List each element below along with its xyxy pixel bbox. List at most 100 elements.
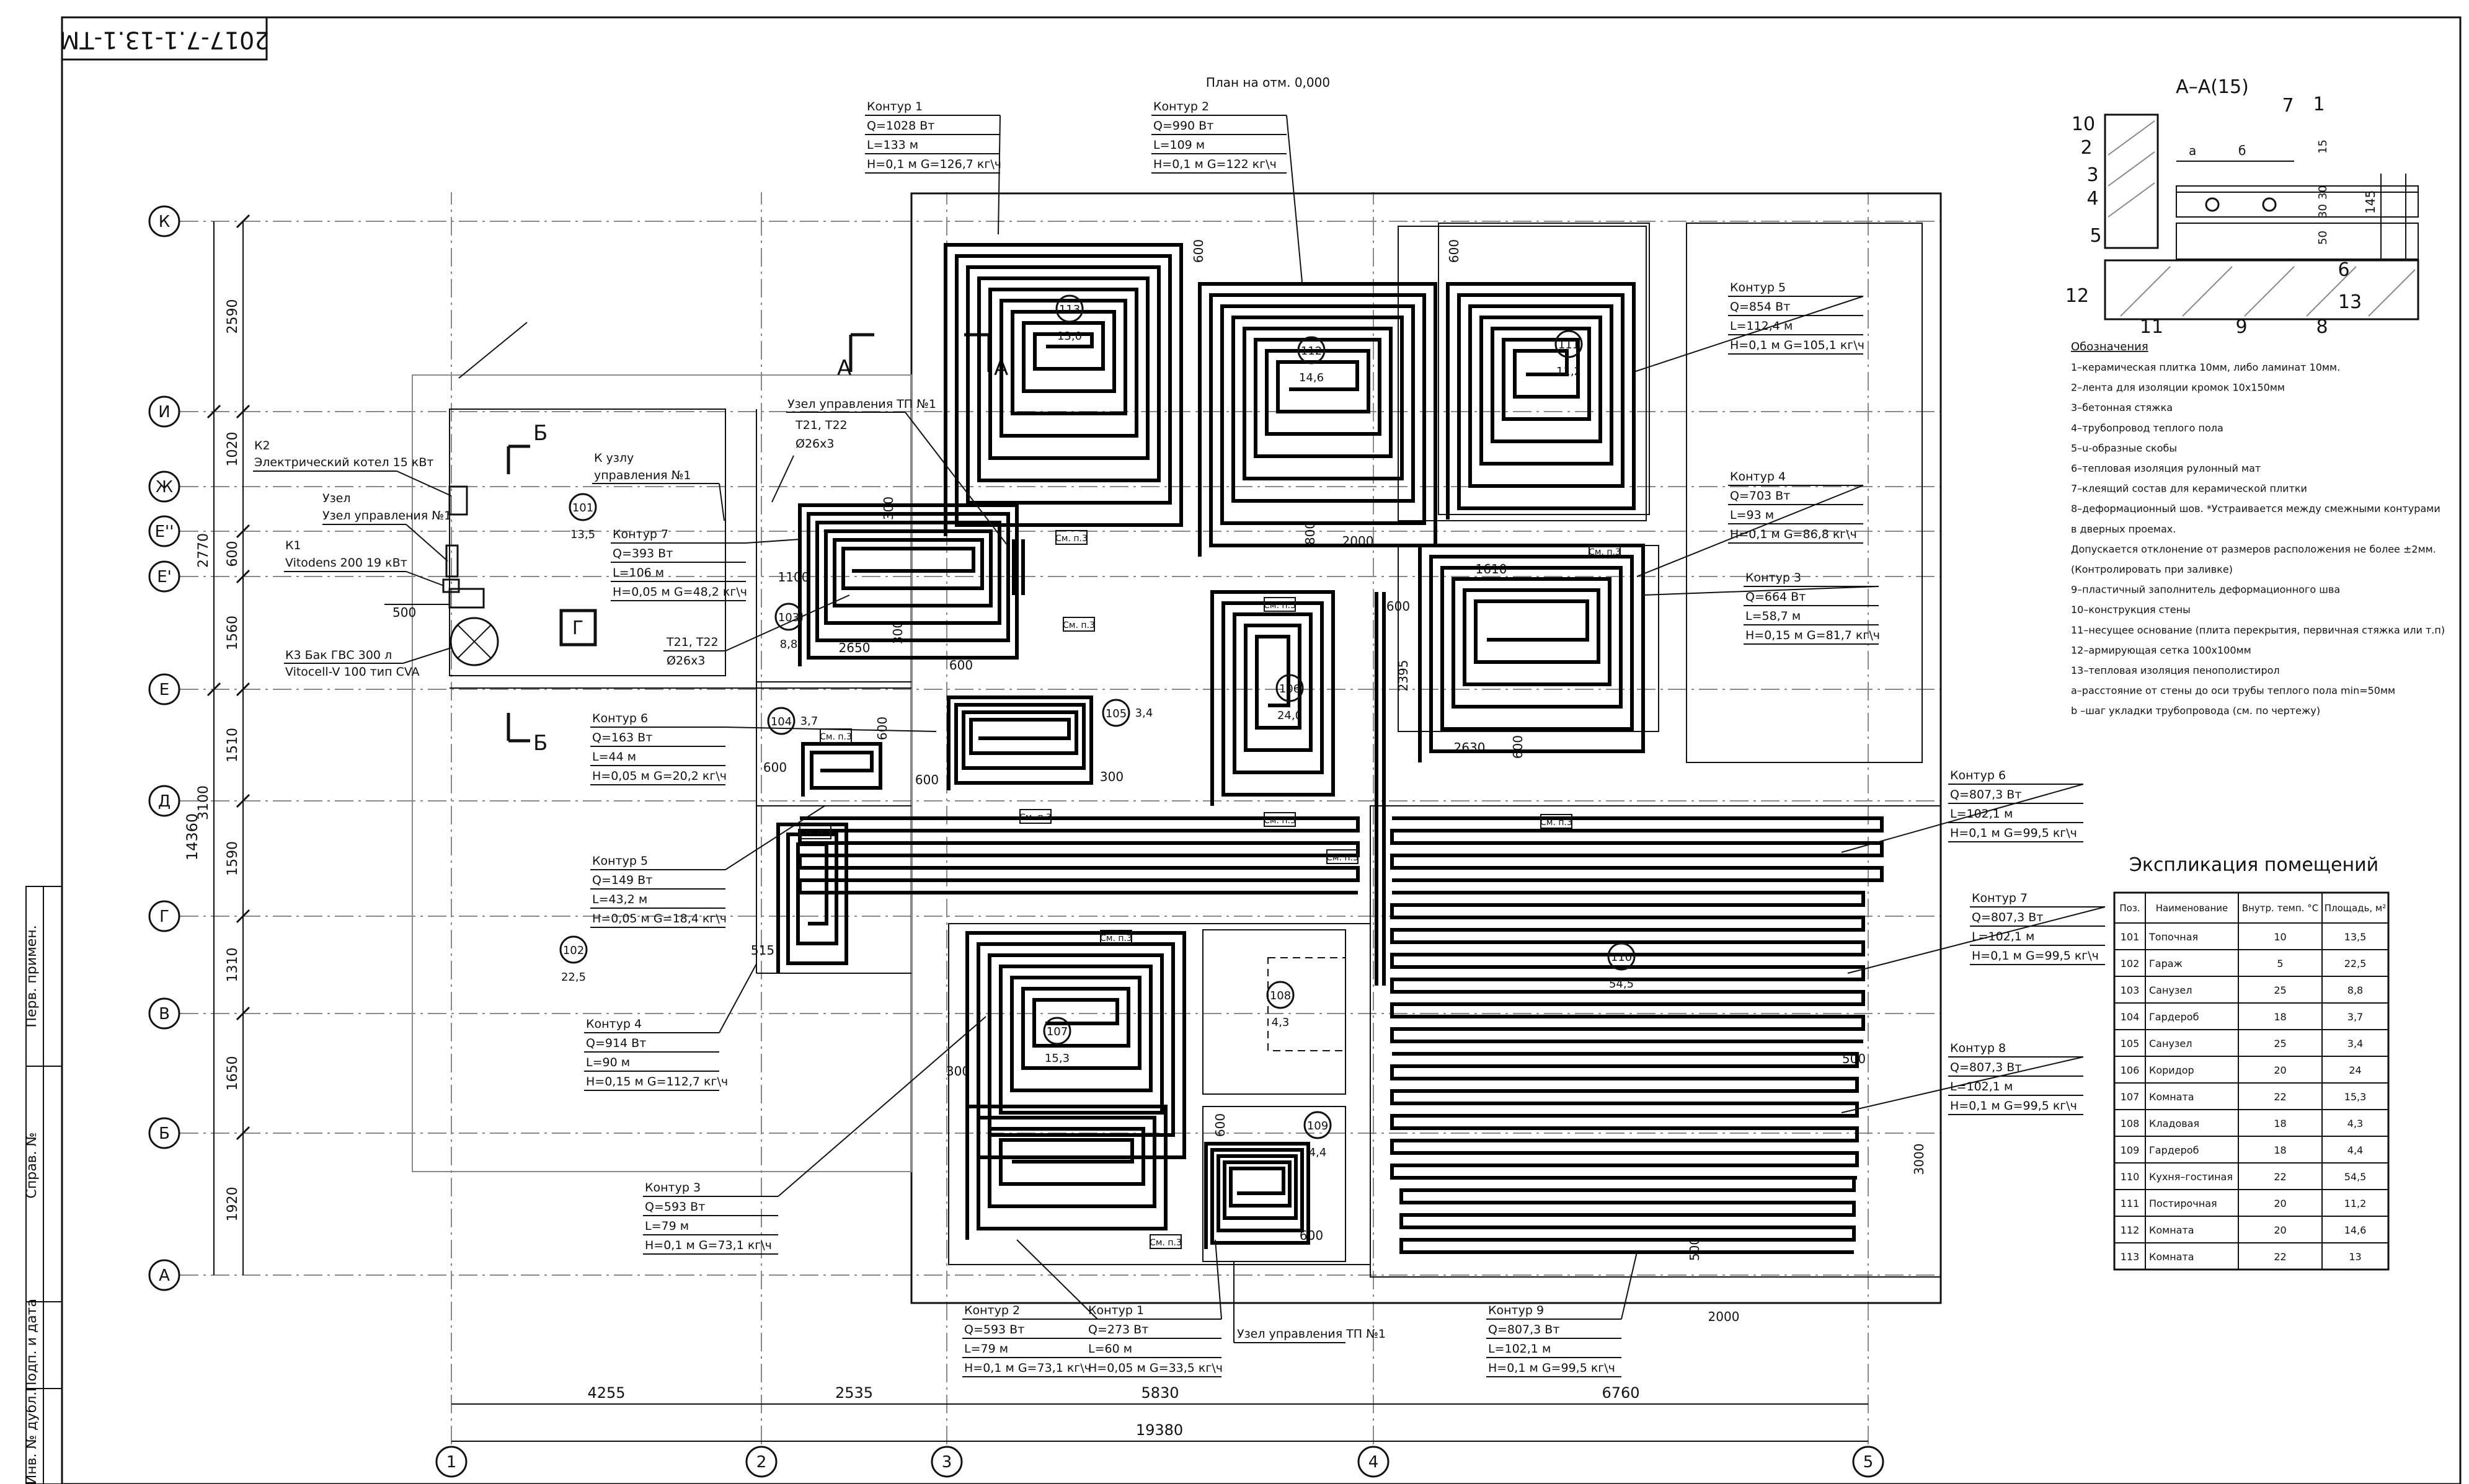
contour-label-line: Q=664 Вт [1745, 590, 1806, 604]
dimension-text: 2535 [835, 1384, 873, 1402]
axis-bubble-row [148, 560, 180, 593]
room-tag-bubble [1043, 1017, 1071, 1045]
table-cell: 20 [2274, 1224, 2286, 1236]
axis-bubble-row [148, 785, 180, 817]
contour-label-line: H=0,05 м G=33,5 кг\ч [1088, 1361, 1223, 1375]
contour-label-line: L=43,2 м [592, 893, 647, 906]
room-number: 109 [1307, 1120, 1328, 1133]
room-area: 11,2 [1556, 365, 1581, 378]
side-stamp-label: Инв. № дубл. [24, 1392, 40, 1484]
contour-label-line: H=0,15 м G=81,7 кг\ч [1745, 629, 1880, 642]
node-label: Т21, Т22 [666, 635, 719, 649]
see-note-mark: См. п.3 [1055, 534, 1088, 544]
room-tag-bubble [1266, 981, 1295, 1009]
contour-labels: Контур 1Q=1028 ВтL=133 мH=0,1 м G=126,7 … [584, 100, 2106, 1377]
room-tag-bubble [559, 935, 588, 964]
contour-label-line: L=106 м [613, 566, 664, 580]
plan-dimension: 600 [1510, 735, 1525, 759]
equipment-name: Vitocell-V 100 тип CVA [285, 665, 420, 679]
dimension-text: 4255 [587, 1384, 625, 1402]
dimension-text: 2590 [225, 299, 241, 334]
table-cell: Кухня–гостиная [2149, 1171, 2233, 1183]
room-number: 113 [1059, 303, 1080, 316]
contour-label-line: L=79 м [645, 1219, 689, 1233]
axis-label-row: К [159, 213, 170, 231]
contour-label-line: L=90 м [586, 1056, 630, 1069]
drawing-frame [61, 16, 2462, 1484]
contour-label-line: Q=149 Вт [592, 873, 652, 887]
dimension-text: 600 [225, 541, 241, 567]
table-cell: 3,7 [2347, 1011, 2363, 1023]
table-cell: Гардероб [2149, 1011, 2199, 1023]
room-tag-bubble [1303, 1111, 1332, 1139]
table-cell: 105 [2121, 1038, 2140, 1049]
equipment-name: Узел [322, 492, 351, 505]
table-cell: 10 [2274, 931, 2286, 943]
axis-bubble-row [148, 515, 180, 547]
plan-dimension: 2650 [839, 640, 871, 655]
table-cell: 104 [2121, 1011, 2140, 1023]
table-cell: 103 [2121, 984, 2140, 996]
table-cell: 22 [2274, 1171, 2286, 1183]
axis-label-row: Е' [157, 568, 172, 586]
contour-label-line: L=93 м [1730, 508, 1774, 522]
dimension-text: 1650 [225, 1056, 241, 1091]
see-note-mark: См. п.3 [1019, 813, 1052, 823]
section-title: А–А(15) [2176, 76, 2249, 98]
room-number: 110 [1611, 951, 1632, 964]
building-walls [412, 192, 1942, 1304]
plan-dimension: 600 [915, 772, 939, 787]
contour-label-line: Q=914 Вт [586, 1036, 646, 1050]
plan-dimension: 600 [949, 658, 973, 673]
equipment-labels: К2 Электрический котел 15 кВт Узел Узел … [253, 397, 1386, 1343]
dimension-text: 3100 [196, 785, 211, 820]
room-tag-bubble [767, 707, 796, 735]
legend-line: 9–пластичный заполнитель деформационного… [2071, 584, 2340, 596]
section-mark-b: Б [533, 421, 547, 446]
axis-label-row: В [159, 1005, 170, 1023]
dimension-text: 1510 [225, 728, 241, 762]
room-label-g: Г [572, 617, 583, 639]
room-number: 103 [778, 611, 799, 624]
room-number: 108 [1270, 989, 1291, 1002]
equipment-tag: К3 Бак ГВС 300 л [285, 648, 392, 662]
contour-label-line: L=102,1 м [1950, 1080, 2013, 1093]
contour-label-line: Q=807,3 Вт [1950, 788, 2021, 802]
legend-title: Обозначения [2071, 340, 2148, 353]
axis-label-col: 4 [1368, 1453, 1379, 1472]
heating-pipe-loop [798, 816, 1360, 894]
see-note-mark: См. п.3 [1063, 621, 1095, 630]
section-callout: 9 [2235, 316, 2247, 338]
plan-dimension: 600 [1191, 239, 1206, 263]
see-note-mark: См. п.3 [820, 732, 852, 742]
table-cell: 102 [2121, 958, 2140, 969]
section-callout: 6 [2338, 259, 2349, 281]
legend-line: 7–клеящий состав для керамической плитки [2071, 483, 2307, 495]
legend-line: 10–конструкция стены [2071, 604, 2191, 616]
room-area: 8,8 [780, 638, 798, 651]
table-header: Внутр. темп. °С [2242, 903, 2318, 914]
plan-dimension: 600 [1447, 239, 1461, 263]
room-tag-bubble [1275, 674, 1304, 702]
see-note-mark: См. п.3 [1540, 818, 1572, 828]
axis-bubble-row [148, 997, 180, 1030]
axis-bubble-row [148, 470, 180, 503]
room-area: 4,4 [1309, 1146, 1327, 1159]
plan-dimension: 600 [875, 717, 890, 740]
table-cell: Кладовая [2149, 1118, 2199, 1129]
contour-label-line: H=0,1 м G=122 кг\ч [1153, 157, 1277, 171]
contour-label-line: H=0,1 м G=105,1 кг\ч [1730, 338, 1864, 352]
section-callout: 8 [2316, 316, 2328, 338]
see-note-mark: См. п.3 [1100, 934, 1132, 943]
table-cell: 113 [2121, 1251, 2140, 1263]
table-cell: 18 [2274, 1011, 2286, 1023]
contour-label-line: Q=854 Вт [1730, 300, 1790, 314]
table-cell: 108 [2121, 1118, 2140, 1129]
room-tag-bubble [774, 603, 803, 631]
legend-line: 6–тепловая изоляция рулонный мат [2071, 462, 2261, 474]
contour-label-line: L=60 м [1088, 1342, 1132, 1356]
table-cell: Санузел [2149, 1038, 2192, 1049]
contour-label-line: Контур 5 [592, 854, 648, 868]
